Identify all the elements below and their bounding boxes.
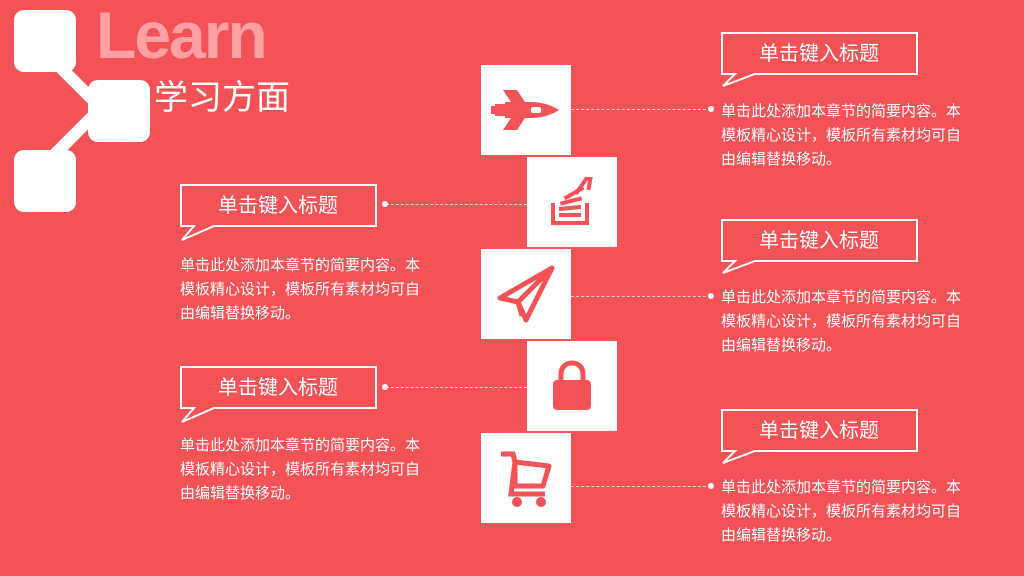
connector-dot xyxy=(708,483,714,489)
speech-bubble-icon xyxy=(721,409,918,464)
item-title: 单击键入标题 xyxy=(759,418,879,442)
connector-line xyxy=(386,204,527,205)
speech-bubble-icon xyxy=(180,366,377,423)
item-title: 单击键入标题 xyxy=(218,375,338,399)
title-callout-3[interactable]: 单击键入标题 xyxy=(721,219,919,275)
title-callout-2[interactable]: 单击键入标题 xyxy=(180,184,378,242)
connector-dot xyxy=(708,293,714,299)
connector-dot xyxy=(382,384,388,390)
item-description: 单击此处添加本章节的简要内容。本模板精心设计，模板所有素材均可自由编辑替换移动。 xyxy=(180,436,421,502)
space-shuttle-icon xyxy=(491,88,561,132)
page-title: 学习方面 xyxy=(154,78,290,118)
connector-line xyxy=(571,109,711,110)
tile-2[interactable] xyxy=(527,157,617,247)
speech-bubble-icon xyxy=(721,219,918,274)
connector-line xyxy=(571,296,711,297)
tile-5[interactable] xyxy=(481,433,571,523)
tile-4[interactable] xyxy=(527,341,617,431)
lock-icon xyxy=(547,360,597,412)
paper-plane-icon xyxy=(496,264,556,324)
logo-square-top xyxy=(14,10,76,72)
logo-square-bottom xyxy=(14,150,76,212)
item-description: 单击此处添加本章节的简要内容。本模板精心设计，模板所有素材均可自由编辑替换移动。 xyxy=(721,288,962,354)
connector-dot xyxy=(708,106,714,112)
title-callout-5[interactable]: 单击键入标题 xyxy=(721,409,919,465)
connector-dot xyxy=(382,201,388,207)
learn-watermark: Learn xyxy=(96,0,268,72)
connector-line xyxy=(571,486,711,487)
logo-square-middle xyxy=(88,80,150,142)
speech-bubble-icon xyxy=(721,32,918,87)
title-callout-1[interactable]: 单击键入标题 xyxy=(721,32,919,88)
item-title: 单击键入标题 xyxy=(759,228,879,252)
tile-1[interactable] xyxy=(481,65,571,155)
stack-bin-icon xyxy=(547,177,597,227)
title-callout-4[interactable]: 单击键入标题 xyxy=(180,366,378,424)
item-description: 单击此处添加本章节的简要内容。本模板精心设计，模板所有素材均可自由编辑替换移动。 xyxy=(180,256,421,322)
item-description: 单击此处添加本章节的简要内容。本模板精心设计，模板所有素材均可自由编辑替换移动。 xyxy=(721,102,962,168)
item-title: 单击键入标题 xyxy=(759,41,879,65)
tile-3[interactable] xyxy=(481,249,571,339)
item-description: 单击此处添加本章节的简要内容。本模板精心设计，模板所有素材均可自由编辑替换移动。 xyxy=(721,478,962,544)
speech-bubble-icon xyxy=(180,184,377,241)
connector-line xyxy=(386,387,527,388)
item-title: 单击键入标题 xyxy=(218,193,338,217)
shopping-cart-icon xyxy=(499,448,553,508)
